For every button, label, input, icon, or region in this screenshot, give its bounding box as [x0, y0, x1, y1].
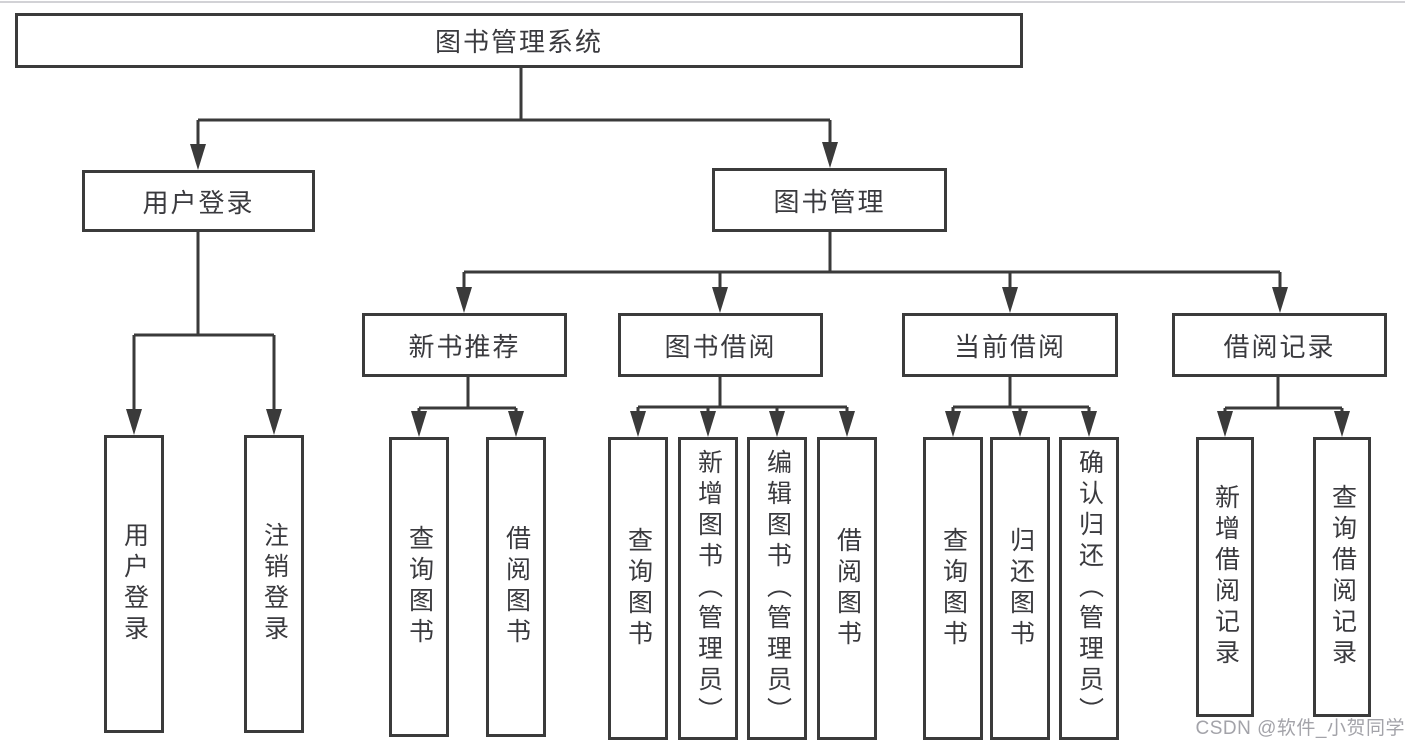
node-root: 图书管理系统: [15, 13, 1023, 68]
node-leaf-logout: 注销登录: [244, 435, 304, 733]
connector-new-book-recommend: [411, 377, 524, 437]
arrow-down-icon: [411, 411, 427, 437]
arrow-down-icon: [945, 411, 961, 437]
connector-book-borrowing: [630, 377, 855, 437]
node-borrowing-records: 借阅记录: [1172, 313, 1387, 377]
node-leaf-borrow-books-1: 借阅图书: [486, 437, 546, 737]
arrow-down-icon: [700, 411, 716, 437]
node-leaf-query-books-1: 查询图书: [389, 437, 449, 737]
node-leaf-add-book-admin: 新增图书（管理员）: [678, 437, 738, 740]
node-book-management: 图书管理: [712, 168, 947, 232]
arrow-down-icon: [1081, 411, 1097, 437]
node-new-book-recommend: 新书推荐: [362, 313, 567, 377]
arrow-down-icon: [839, 411, 855, 437]
node-leaf-add-borrow-record: 新增借阅记录: [1196, 437, 1254, 717]
arrow-down-icon: [190, 144, 206, 170]
node-leaf-query-borrow-record: 查询借阅记录: [1313, 437, 1371, 717]
connector-borrowing-records: [1217, 377, 1350, 437]
arrow-down-icon: [1334, 411, 1350, 437]
arrow-down-icon: [266, 409, 282, 435]
arrow-down-icon: [508, 411, 524, 437]
arrow-down-icon: [712, 287, 728, 313]
connector-user-login: [126, 232, 282, 435]
arrow-down-icon: [822, 142, 838, 168]
arrow-down-icon: [630, 411, 646, 437]
arrow-down-icon: [1002, 287, 1018, 313]
node-book-borrowing: 图书借阅: [618, 313, 823, 377]
node-leaf-query-books-2: 查询图书: [608, 437, 668, 740]
node-leaf-confirm-return-admin: 确认归还（管理员）: [1059, 437, 1119, 740]
top-divider: [0, 1, 1405, 3]
csdn-watermark: CSDN @软件_小贺同学: [1195, 718, 1405, 739]
node-leaf-return-book: 归还图书: [990, 437, 1050, 740]
arrow-down-icon: [126, 409, 142, 435]
node-leaf-user-login: 用户登录: [104, 435, 164, 733]
connector-book-management: [456, 232, 1288, 313]
connector-root: [190, 68, 838, 170]
arrow-down-icon: [1012, 411, 1028, 437]
arrow-down-icon: [456, 287, 472, 313]
arrow-down-icon: [769, 411, 785, 437]
arrow-down-icon: [1217, 411, 1233, 437]
node-leaf-borrow-books-2: 借阅图书: [817, 437, 877, 740]
node-user-login: 用户登录: [82, 170, 315, 232]
arrow-down-icon: [1272, 287, 1288, 313]
connector-current-borrowing: [945, 377, 1097, 437]
node-leaf-edit-book-admin: 编辑图书（管理员）: [747, 437, 807, 740]
node-leaf-query-books-3: 查询图书: [923, 437, 983, 740]
node-current-borrowing: 当前借阅: [902, 313, 1118, 377]
